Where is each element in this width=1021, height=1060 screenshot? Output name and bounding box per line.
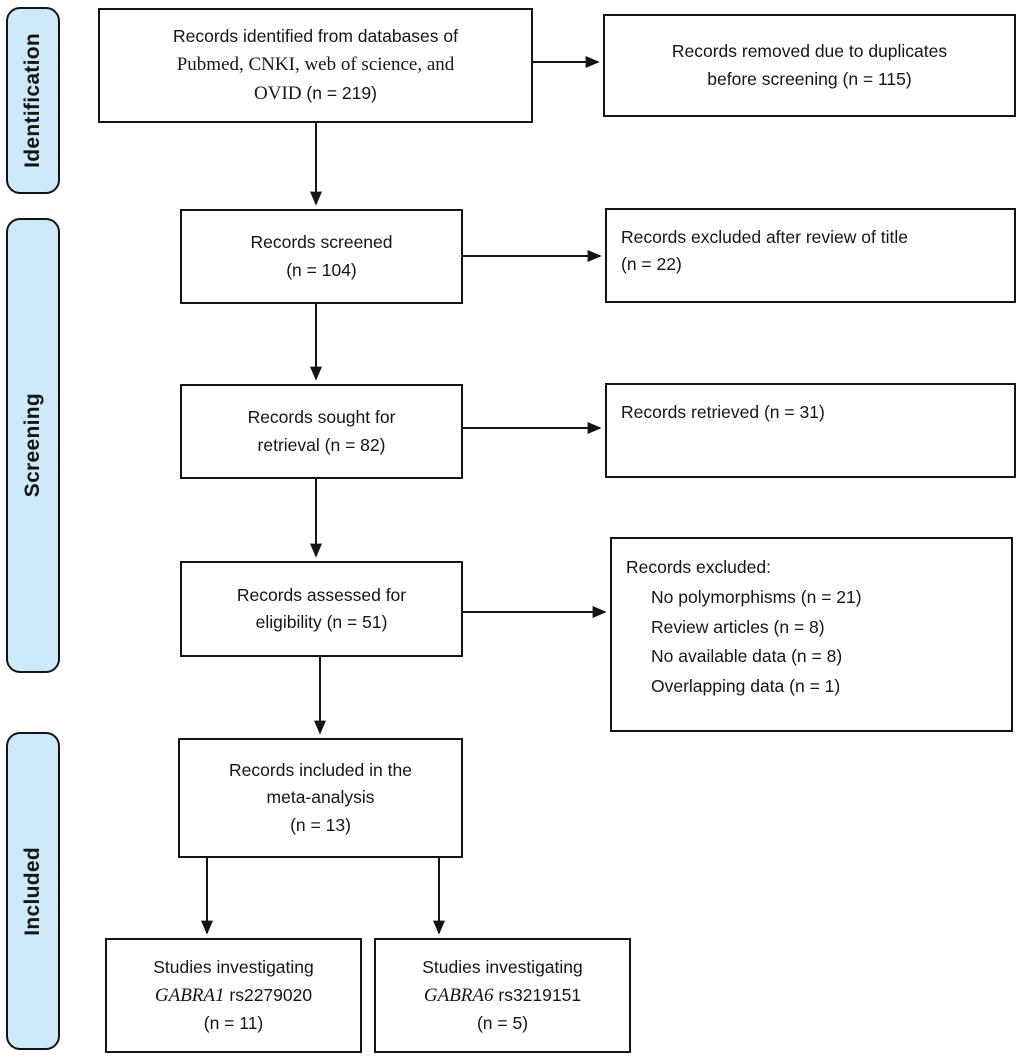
stage-identification-label: Identification [21,33,44,168]
stage-identification: Identification [6,7,60,194]
excluded-reason-item: No available data (n = 8) [651,646,843,667]
records-sought-line2: retrieval (n = 82) [257,434,386,455]
records-identified-db: OVID [254,83,302,105]
box-records-assessed: Records assessed for eligibility (n = 51… [180,561,463,657]
records-excluded-title-line1: Records excluded after review of title [621,227,908,247]
gabra6-gene-name: GABRA6 [423,984,494,1006]
studies-gabra1-line1: Studies investigating [153,956,314,977]
records-retrieved-line1: Records retrieved (n = 31) [621,402,825,422]
box-records-included-meta: Records included in the meta-analysis (n… [178,738,463,858]
box-studies-gabra1: Studies investigating GABRA1 rs2279020 (… [105,938,362,1053]
box-records-excluded-reasons: Records excluded: No polymorphisms (n = … [610,537,1013,732]
records-excluded-reasons-header: Records excluded: [626,557,771,577]
records-screened-line1: Records screened [250,232,393,253]
records-excluded-reasons-list: No polymorphisms (n = 21) Review article… [626,583,997,702]
box-records-retrieved: Records retrieved (n = 31) [605,383,1016,478]
box-studies-gabra6: Studies investigating GABRA6 rs3219151 (… [374,938,631,1053]
stage-screening: Screening [6,218,60,673]
studies-gabra6-line1: Studies investigating [422,956,583,977]
box-records-identified: Records identified from databases of Pub… [98,8,533,123]
records-sought-line1: Records sought for [247,407,396,428]
records-included-line1: Records included in the [229,760,412,781]
box-records-screened: Records screened (n = 104) [180,209,463,304]
studies-gabra1-count: (n = 11) [203,1013,264,1034]
records-removed-line2: before screening (n = 115) [707,68,912,89]
records-assessed-line2: eligibility (n = 51) [255,612,388,632]
studies-gabra1-line2: GABRA1 rs2279020 [155,981,312,1010]
box-records-excluded-title: Records excluded after review of title (… [605,208,1016,303]
excluded-reason-item: No polymorphisms (n = 21) [651,586,862,607]
records-identified-line3: OVID (n = 219) [254,79,377,108]
studies-gabra6-count: (n = 5) [476,1013,529,1034]
records-screened-line2: (n = 104) [286,259,357,280]
box-records-sought: Records sought for retrieval (n = 82) [180,384,463,479]
records-removed-line1: Records removed due to duplicates [671,41,948,62]
gabra6-snp: rs3219151 [493,984,582,1005]
gabra1-gene-name: GABRA1 [154,984,225,1006]
gabra1-snp: rs2279020 [224,984,313,1005]
stage-screening-label: Screening [21,393,44,498]
records-included-line3: (n = 13) [290,814,351,835]
stage-included-label: Included [21,846,44,936]
stage-included: Included [6,732,60,1050]
records-assessed-line1: Records assessed for [236,584,407,605]
records-included-line2: meta-analysis [266,787,375,808]
records-excluded-title-line2: (n = 22) [621,254,682,275]
records-identified-line2: Pubmed, CNKI, web of science, and [176,53,455,75]
studies-gabra6-line2: GABRA6 rs3219151 [424,981,581,1010]
excluded-reason-item: Overlapping data (n = 1) [651,676,841,696]
records-identified-count: (n = 219) [301,83,377,104]
excluded-reason-item: Review articles (n = 8) [651,616,825,637]
records-identified-line1: Records identified from databases of [172,25,459,46]
box-records-removed-duplicates: Records removed due to duplicates before… [603,14,1016,117]
